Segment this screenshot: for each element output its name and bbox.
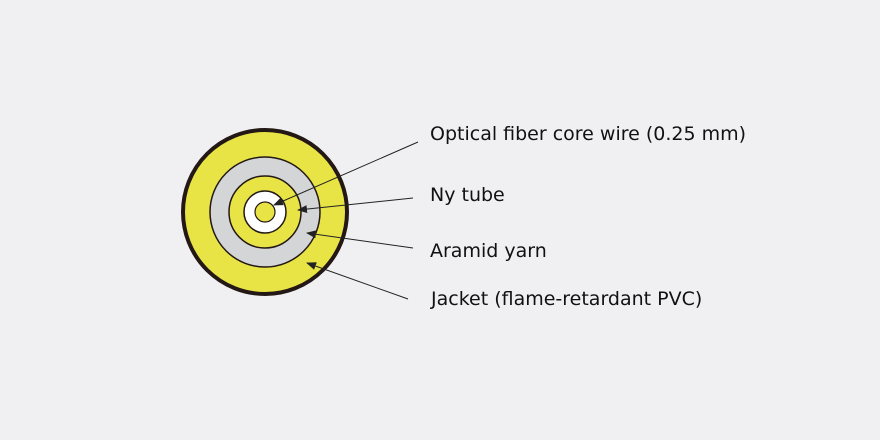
core-label: Optical fiber core wire (0.25 mm) xyxy=(430,123,747,145)
tube-leader-line xyxy=(297,197,414,214)
fiber-core xyxy=(254,201,276,223)
core-leader-line xyxy=(273,141,419,206)
aramid-leader-line xyxy=(306,230,414,249)
tube-label: Ny tube xyxy=(430,184,505,206)
jacket-leader-line xyxy=(306,262,409,300)
jacket-label: Jacket (flame-retardant PVC) xyxy=(431,288,703,310)
aramid-label: Aramid yarn xyxy=(430,240,547,262)
